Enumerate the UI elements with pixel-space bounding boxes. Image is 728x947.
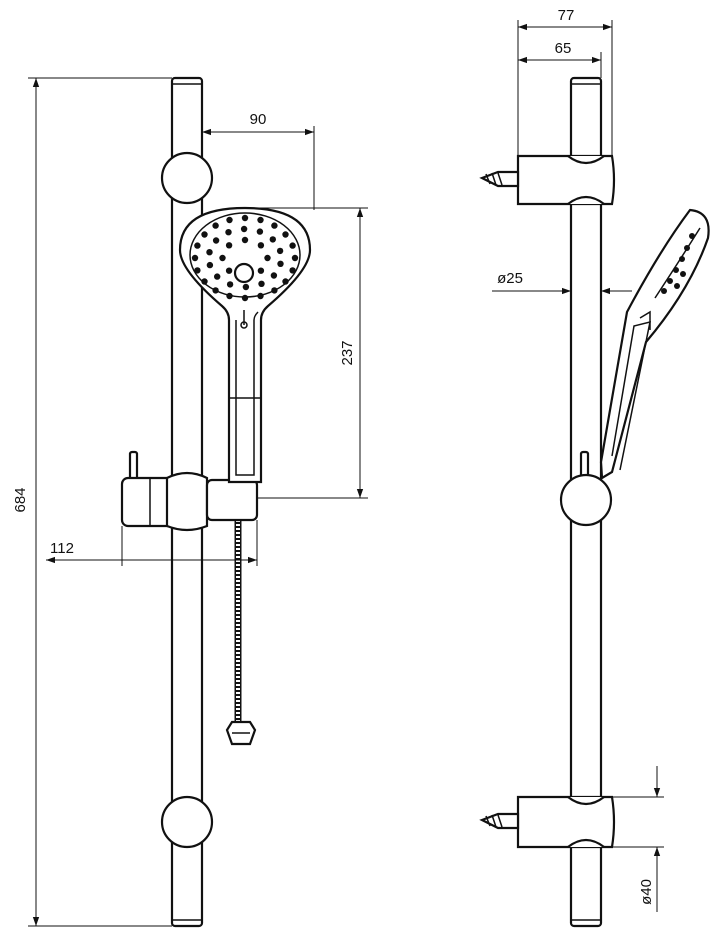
nozzle-dot <box>240 225 248 233</box>
side-bottom-bracket <box>479 795 616 849</box>
nozzle-dot <box>225 242 233 249</box>
nozzle-dot <box>191 254 199 262</box>
side-top-bracket <box>479 154 616 206</box>
nozzle-dot <box>289 267 296 274</box>
front-bottom-bracket <box>160 795 214 849</box>
nozzle-dot <box>241 294 249 302</box>
side-handset <box>599 208 710 480</box>
nozzle-dot <box>214 273 221 280</box>
dim-side-depth-total: 77 <box>517 7 613 156</box>
dim-label-o25: ø25 <box>497 270 523 287</box>
side-handset-nozzles <box>661 233 695 294</box>
nozzle-dot <box>225 267 233 274</box>
nozzle-dot <box>258 280 265 287</box>
nozzle-dot <box>282 231 289 238</box>
nozzle-dot <box>276 247 284 255</box>
nozzle-dot <box>206 249 213 256</box>
dim-label-684: 684 <box>12 487 29 512</box>
nozzle-dot <box>226 281 234 288</box>
nozzle-dot <box>194 267 201 274</box>
nozzle-dot <box>212 222 219 229</box>
nozzle-dot <box>201 231 208 238</box>
dim-head-offset: 90 <box>202 111 315 210</box>
nozzle-dot <box>241 236 249 244</box>
dim-label-112: 112 <box>50 540 74 557</box>
nozzle-dot <box>264 254 271 262</box>
front-view: 684 90 237 112 <box>12 76 368 928</box>
dim-label-65: 65 <box>555 40 572 57</box>
nozzle-dot <box>206 261 214 269</box>
nozzle-dot <box>212 237 220 244</box>
nozzle-dot <box>291 254 299 262</box>
nozzle-dot <box>257 267 265 274</box>
dim-rail-diameter: ø25 <box>492 270 632 295</box>
front-slider-holder <box>120 450 259 532</box>
side-slider <box>559 450 613 527</box>
dim-label-90: 90 <box>250 111 267 128</box>
nozzle-dot <box>212 287 219 294</box>
nozzle-dot <box>257 216 264 224</box>
nozzle-dot <box>201 278 208 285</box>
nozzle-dot <box>270 272 278 279</box>
handset-nozzles <box>191 214 299 302</box>
shower-hose <box>225 520 257 746</box>
dim-total-height: 684 <box>12 77 172 927</box>
nozzle-dot <box>271 222 278 229</box>
dim-label-77: 77 <box>558 7 575 24</box>
nozzle-dot <box>289 242 296 249</box>
dim-label-o40: ø40 <box>638 879 655 905</box>
nozzle-dot <box>257 292 264 300</box>
dim-head-length: 237 <box>245 207 368 499</box>
side-view: 77 65 ø25 ø40 <box>479 7 710 928</box>
nozzle-dot <box>269 236 276 243</box>
dim-side-depth-rail: 65 <box>518 40 602 78</box>
dim-label-237: 237 <box>339 340 356 365</box>
nozzle-dot <box>282 278 289 285</box>
nozzle-dot <box>242 283 250 291</box>
nozzle-dot <box>257 242 265 249</box>
nozzle-dot <box>226 292 233 300</box>
dim-holder-projection: 112 <box>46 520 258 566</box>
nozzle-dot <box>271 287 278 294</box>
dim-bracket-diameter: ø40 <box>612 766 664 912</box>
nozzle-dot <box>194 242 201 249</box>
nozzle-dot <box>241 214 249 222</box>
nozzle-dot <box>226 216 233 224</box>
front-top-bracket <box>160 151 214 205</box>
nozzle-dot <box>219 254 226 262</box>
nozzle-dot <box>225 229 232 236</box>
nozzle-dot <box>277 260 284 267</box>
nozzle-dot <box>256 228 264 235</box>
